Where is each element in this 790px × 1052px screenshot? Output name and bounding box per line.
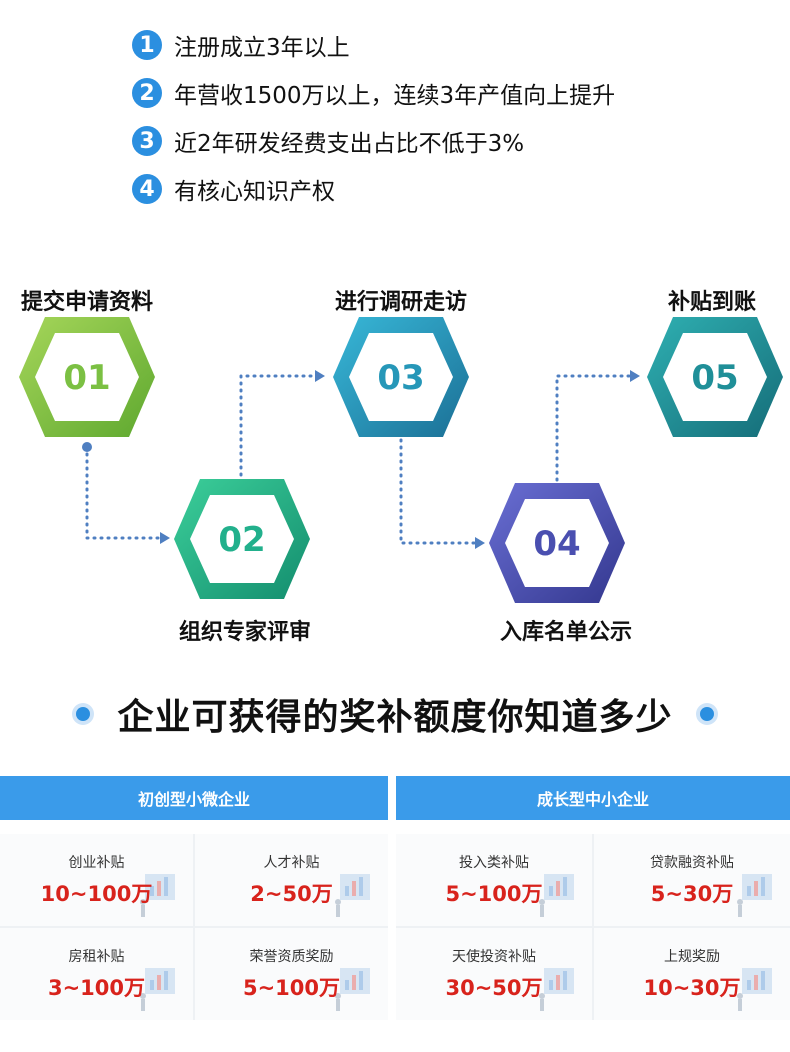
hexagon-step-02	[174, 479, 310, 599]
subsidy-card: 贷款融资补贴 5~30万	[594, 834, 790, 926]
card-grid: 创业补贴 10~100万 人才补贴 2~50万 房租补贴 3~100万 荣誉资质…	[0, 834, 388, 1020]
step-number: 01	[63, 358, 110, 398]
chart-illustration-icon	[737, 968, 772, 1011]
panel-startup: 初创型小微企业 创业补贴 10~100万 人才补贴 2~50万 房租补贴 3~1…	[0, 776, 388, 1020]
card-label: 天使投资补贴	[452, 949, 536, 965]
number-badge: 3	[132, 126, 162, 156]
card-value: 5~100万	[242, 976, 341, 1000]
step-label: 组织专家评审	[178, 620, 312, 645]
card-label: 贷款融资补贴	[650, 855, 734, 871]
card-label: 荣誉资质奖励	[249, 949, 334, 965]
subsidy-card: 创业补贴 10~100万	[0, 834, 193, 926]
process-flow: 01 02 03 04 05 提交申请资料 组织专家评审 进行调研走访 入库名单…	[0, 270, 790, 670]
step-number: 04	[533, 524, 580, 564]
card-grid: 投入类补贴 5~100万 贷款融资补贴 5~30万 天使投资补贴 30~50万 …	[396, 834, 790, 1020]
card-value: 3~100万	[47, 976, 146, 1000]
card-value: 10~30万	[643, 976, 741, 1000]
step-label: 补贴到账	[667, 290, 757, 315]
step-label: 提交申请资料	[20, 290, 154, 315]
requirement-text: 注册成立3年以上	[174, 35, 350, 61]
chart-illustration-icon	[140, 968, 175, 1011]
hexagon-step-01	[19, 317, 155, 437]
panel-growth: 成长型中小企业 投入类补贴 5~100万 贷款融资补贴 5~30万 天使投资补贴…	[396, 776, 790, 1020]
subsidy-card: 上规奖励 10~30万	[594, 928, 790, 1020]
section-heading: 企业可获得的奖补额度你知道多少	[0, 688, 790, 740]
subsidy-card: 荣誉资质奖励 5~100万	[195, 928, 388, 1020]
hexagon-step-04	[489, 483, 625, 603]
card-value: 2~50万	[250, 882, 333, 906]
card-label: 房租补贴	[68, 949, 125, 965]
card-value: 10~100万	[40, 882, 153, 906]
panel-title: 初创型小微企业	[0, 776, 388, 820]
number-badge: 1	[132, 30, 162, 60]
card-label: 创业补贴	[68, 855, 125, 871]
requirement-item: 2 年营收1500万以上，连续3年产值向上提升	[132, 75, 615, 111]
requirement-item: 4 有核心知识产权	[132, 171, 335, 207]
card-label: 人才补贴	[263, 855, 320, 871]
subsidy-card: 投入类补贴 5~100万	[396, 834, 592, 926]
hexagon-step-05	[647, 317, 783, 437]
card-value: 30~50万	[445, 976, 543, 1000]
number-badge: 2	[132, 78, 162, 108]
step-label: 入库名单公示	[499, 620, 633, 645]
step-label: 进行调研走访	[334, 290, 468, 315]
chart-illustration-icon	[335, 874, 370, 917]
chart-illustration-icon	[737, 874, 772, 917]
requirement-text: 有核心知识产权	[174, 179, 335, 205]
card-value: 5~30万	[650, 882, 734, 906]
card-label: 上规奖励	[664, 949, 720, 965]
step-number: 03	[377, 358, 424, 398]
card-label: 投入类补贴	[459, 855, 529, 871]
bullet-dot-icon	[76, 707, 91, 721]
subsidy-card: 房租补贴 3~100万	[0, 928, 193, 1020]
requirement-item: 3 近2年研发经费支出占比不低于3%	[132, 123, 524, 159]
card-value: 5~100万	[445, 882, 543, 906]
requirement-item: 1 注册成立3年以上	[132, 27, 350, 63]
bullet-dot-icon	[699, 707, 714, 721]
subsidy-card: 人才补贴 2~50万	[195, 834, 388, 926]
flow-connectors: 01 02 03 04 05	[19, 317, 783, 603]
step-number: 02	[218, 520, 265, 560]
chart-illustration-icon	[335, 968, 370, 1011]
number-badge: 4	[132, 174, 162, 204]
requirement-text: 近2年研发经费支出占比不低于3%	[174, 131, 525, 157]
requirement-text: 年营收1500万以上，连续3年产值向上提升	[174, 83, 616, 109]
chart-illustration-icon	[539, 968, 574, 1011]
subsidy-card: 天使投资补贴 30~50万	[396, 928, 592, 1020]
chart-illustration-icon	[539, 874, 574, 917]
chart-illustration-icon	[140, 874, 175, 917]
step-number: 05	[691, 358, 738, 398]
hexagon-step-03	[333, 317, 469, 437]
panel-title: 成长型中小企业	[396, 776, 790, 820]
heading-text: 企业可获得的奖补额度你知道多少	[117, 697, 673, 738]
